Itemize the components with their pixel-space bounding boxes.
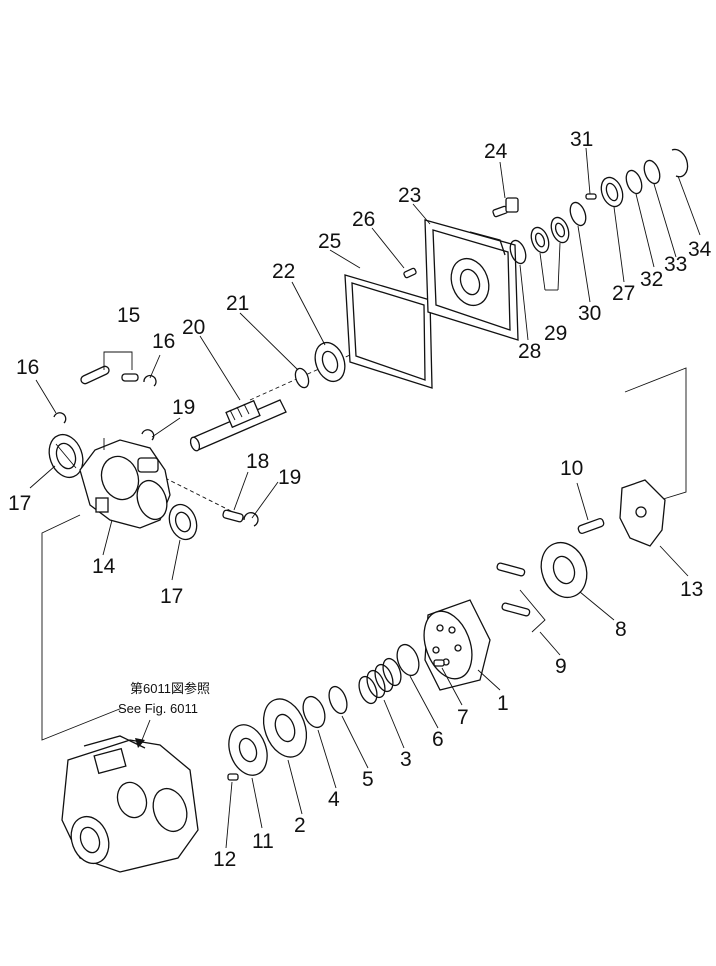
callout-30: 30 [578,302,601,325]
part-32-ring [625,169,643,195]
part-24-bolt [492,197,519,218]
callout-2: 2 [294,814,306,837]
callout-26: 26 [352,208,375,231]
part-4-washer [302,695,326,729]
part-19-snap-ring-lower [243,512,259,527]
reference-note: 第6011図参照 See Fig. 6011 [118,681,210,716]
part-23-cover [424,219,519,341]
part-9-links [496,562,546,633]
callout-12: 12 [213,848,236,871]
callout-17a: 17 [8,492,31,515]
callout-19b: 19 [278,466,301,489]
callout-14: 14 [92,555,116,578]
callout-27: 27 [612,282,635,305]
part-20-shaft [189,399,287,452]
part-28-o-ring [509,239,527,265]
part-34-snap-ring [671,148,689,178]
part-30-o-ring [569,201,587,227]
callout-3: 3 [400,748,412,771]
callout-20: 20 [182,316,205,339]
callout-labels: 1 2 3 4 5 6 7 8 9 10 11 12 13 14 15 16 1… [8,128,712,871]
callout-16b: 16 [152,330,175,353]
part-16-snap-ring-right [143,374,157,387]
part-14-housing [79,438,171,529]
reference-note-jp: 第6011図参照 [130,681,210,696]
part-13-plate [619,479,666,547]
part-5-washer [328,685,348,715]
part-27-collar [600,176,624,208]
callout-5: 5 [362,768,374,791]
part-17-bearing-left [48,433,84,479]
callout-31: 31 [570,128,593,151]
callout-17b: 17 [160,585,183,608]
part-15-link [80,351,139,385]
part-19-snap-ring [141,429,155,441]
callout-18: 18 [246,450,269,473]
part-26-pin [403,267,417,279]
part-3-spring [358,657,402,705]
part-8-plate [540,541,588,599]
part-31-spring-pin [585,193,597,200]
callout-9: 9 [555,655,567,678]
part-7-pin [433,659,445,667]
callout-23: 23 [398,184,421,207]
part-21-washer [294,367,310,389]
callout-34: 34 [688,238,712,261]
callout-11: 11 [252,830,274,853]
part-11-plate [228,724,268,776]
callout-1: 1 [497,692,509,715]
callout-33: 33 [664,253,687,276]
callout-29: 29 [544,322,567,345]
callout-25: 25 [318,230,341,253]
callout-6: 6 [432,728,444,751]
callout-8: 8 [615,618,627,641]
callout-28: 28 [518,340,541,363]
callout-19a: 19 [172,396,195,419]
callout-24: 24 [484,140,508,163]
callout-22: 22 [272,260,295,283]
part-2-valve-plate [262,698,308,758]
part-6-ring [396,643,420,677]
reference-note-en: See Fig. 6011 [118,701,198,716]
part-25-gasket [344,274,433,389]
part-16-snap-ring-left [53,412,67,424]
callout-15: 15 [117,304,140,327]
part-10-bolt [577,517,605,535]
callout-16a: 16 [16,356,39,379]
callout-21: 21 [226,292,249,315]
part-12-pin [227,773,239,781]
part-17-bearing-right [168,503,198,541]
part-18-pin [222,509,244,523]
callout-13: 13 [680,578,703,601]
callout-32: 32 [640,268,663,291]
part-22-bearing [314,341,346,383]
callout-7: 7 [457,706,469,729]
part-33-ring [643,159,661,185]
main-housing [61,719,199,873]
part-29-seal-pair [530,216,570,254]
callout-10: 10 [560,457,583,480]
callout-4: 4 [328,788,340,811]
callout-leaders [29,147,701,849]
part-1-cylinder-block [423,599,491,691]
